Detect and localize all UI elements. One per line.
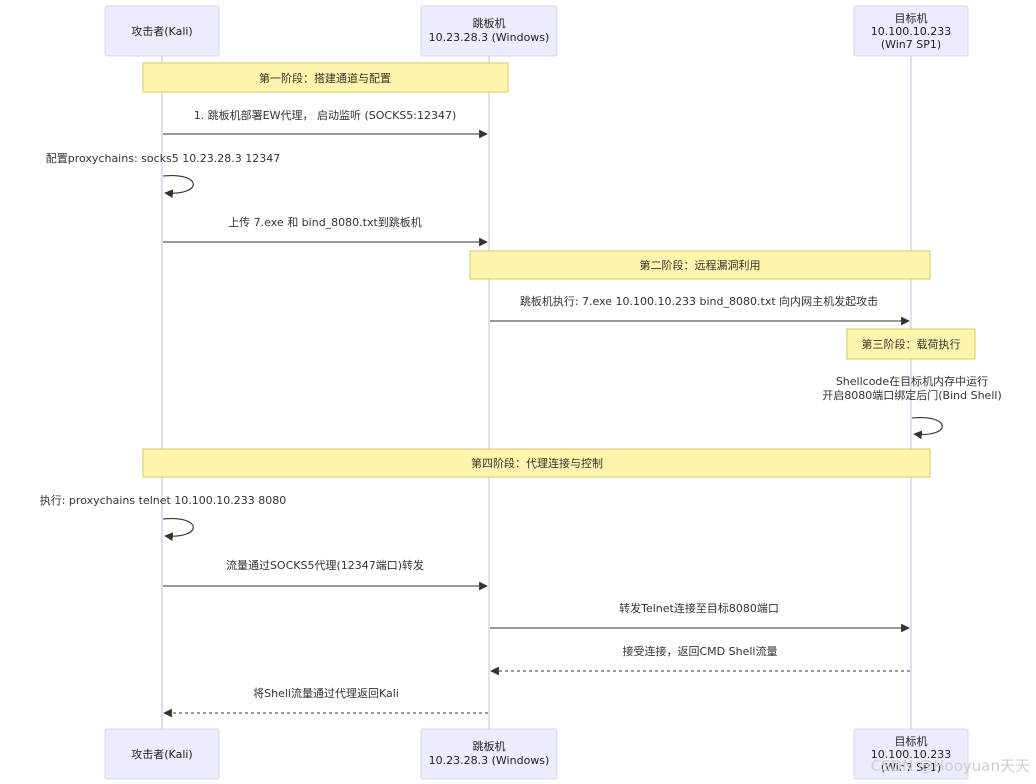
message-5-self-arrow: [911, 417, 943, 440]
watermark-text: CSDN @Hooyuan天天: [871, 757, 1030, 775]
note-phase-2: 第二阶段：远程漏洞利用: [469, 250, 931, 280]
note-phase-3: 第三阶段：载荷执行: [846, 328, 976, 360]
actor-target-label: 目标机: [895, 11, 928, 25]
actor-target-bottom-ip: 10.100.10.233: [871, 748, 951, 761]
note-phase-2-text: 第二阶段：远程漏洞利用: [640, 258, 761, 272]
actor-target-ip: 10.100.10.233: [871, 25, 951, 38]
actor-jumphost-bottom-label: 跳板机: [473, 739, 506, 753]
actor-target-bottom: 目标机 10.100.10.233 (Win7 SP1): [853, 728, 969, 780]
message-9-label: 接受连接，返回CMD Shell流量: [623, 644, 778, 658]
actor-target-top: 目标机 10.100.10.233 (Win7 SP1): [853, 5, 969, 57]
note-phase-4-text: 第四阶段：代理连接与控制: [471, 456, 603, 470]
message-1-label: 1. 跳板机部署EW代理， 启动监听 (SOCKS5:12347): [194, 108, 457, 122]
message-4-label: 跳板机执行: 7.exe 10.100.10.233 bind_8080.txt…: [520, 294, 878, 308]
actor-attacker-bottom-label: 攻击者(Kali): [131, 747, 192, 761]
message-2-label: 配置proxychains: socks5 10.23.28.3 12347: [46, 152, 280, 165]
actor-jumphost-ip: 10.23.28.3 (Windows): [429, 31, 550, 44]
message-2-self-arrow: [162, 175, 194, 199]
message-8-label: 转发Telnet连接至目标8080端口: [619, 601, 779, 615]
actor-attacker-label: 攻击者(Kali): [131, 24, 192, 38]
note-phase-1: 第一阶段：搭建通道与配置: [142, 62, 509, 93]
actor-jumphost-bottom-ip: 10.23.28.3 (Windows): [429, 754, 550, 767]
note-phase-1-text: 第一阶段：搭建通道与配置: [259, 71, 391, 85]
message-6-self-arrow: [162, 518, 194, 542]
note-phase-3-text: 第三阶段：载荷执行: [862, 337, 961, 351]
actor-target-os: (Win7 SP1): [881, 38, 941, 51]
message-5-label-line-1: Shellcode在目标机内存中运行: [836, 374, 988, 388]
actor-attacker-bottom: 攻击者(Kali): [104, 728, 220, 780]
actor-jumphost-top: 跳板机 10.23.28.3 (Windows): [420, 5, 558, 57]
message-7-label: 流量通过SOCKS5代理(12347端口)转发: [226, 558, 424, 572]
actor-jumphost-label: 跳板机: [473, 16, 506, 30]
message-6-label: 执行: proxychains telnet 10.100.10.233 808…: [40, 493, 287, 507]
note-phase-4: 第四阶段：代理连接与控制: [142, 448, 931, 478]
actor-attacker-top: 攻击者(Kali): [104, 5, 220, 57]
message-5-label-line-2: 开启8080端口绑定后门(Bind Shell): [822, 388, 1001, 402]
actor-target-bottom-os: (Win7 SP1): [881, 761, 941, 774]
message-3-label: 上传 7.exe 和 bind_8080.txt到跳板机: [228, 215, 422, 229]
actor-jumphost-bottom: 跳板机 10.23.28.3 (Windows): [420, 728, 558, 780]
message-10-label: 将Shell流量通过代理返回Kali: [253, 686, 399, 700]
actor-target-bottom-label: 目标机: [895, 734, 928, 748]
